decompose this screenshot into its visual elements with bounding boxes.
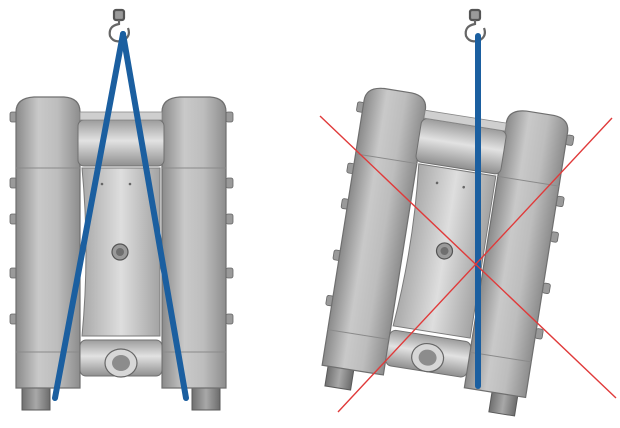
sling-leg-right xyxy=(120,31,189,401)
incorrect-cross-icon xyxy=(319,115,617,413)
incorrect-lift-figure xyxy=(319,8,617,417)
pump-chamber-right xyxy=(161,96,227,389)
pump-chamber-left xyxy=(15,96,81,389)
lifting-hook-icon xyxy=(464,8,486,43)
top-manifold xyxy=(77,119,165,167)
lifting-hook-icon xyxy=(108,8,130,43)
bolts xyxy=(325,101,575,340)
pump-chamber-right xyxy=(463,110,569,399)
correct-lift-figure xyxy=(9,8,234,411)
sling-leg-left xyxy=(52,31,126,401)
